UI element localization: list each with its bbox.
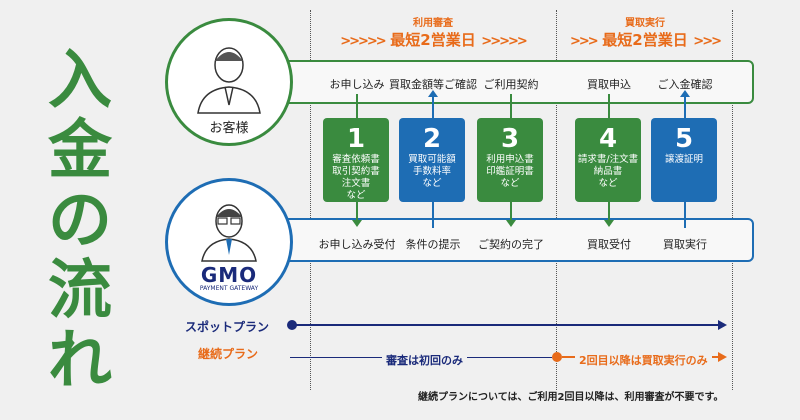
divider <box>732 10 733 390</box>
staff-person-icon <box>201 204 257 262</box>
chevron-right-icon: >>> <box>570 34 599 49</box>
connector-line <box>432 96 434 118</box>
step-box-3: 3 利用申込書 印鑑証明書 など <box>477 118 543 202</box>
step-number: 3 <box>500 124 520 154</box>
phase-purchase-big: 最短2営業日 <box>602 31 688 49</box>
gmo-lane <box>215 218 754 262</box>
page-title: 入 金 の 流 れ <box>30 46 130 396</box>
step-number: 2 <box>422 124 442 154</box>
title-char: の <box>48 184 112 258</box>
title-char: 流 <box>48 254 112 328</box>
spot-plan-line <box>296 324 720 326</box>
step-text: 審査依頼書 取引契約書 注文書 など <box>332 154 380 201</box>
divider <box>556 10 557 390</box>
top-label: 買取申込 <box>587 78 631 91</box>
gmo-avatar: GMO PAYMENT GATEWAY <box>165 178 293 306</box>
step-number: 5 <box>674 124 694 154</box>
title-char: 金 <box>48 114 112 188</box>
timeline-dot <box>287 320 297 330</box>
arrow-right-icon <box>718 352 727 362</box>
review-once-label: 審査は初回のみ <box>382 352 467 368</box>
connector-line <box>356 202 358 222</box>
step-text: 買取可能額 手数料率 など <box>408 154 456 189</box>
gmo-logo-sub: PAYMENT GATEWAY <box>199 285 259 292</box>
bottom-label: 条件の提示 <box>405 238 461 251</box>
chevron-right-icon: >>>>> <box>481 34 527 49</box>
connector-line <box>432 202 434 228</box>
arrow-right-icon <box>718 320 727 330</box>
customer-avatar: お客様 <box>165 18 293 146</box>
top-label: お申し込み <box>329 78 385 91</box>
title-char: 入 <box>48 44 112 118</box>
bottom-label: 買取実行 <box>663 238 707 251</box>
step-box-5: 5 譲渡証明 <box>651 118 717 202</box>
step-text: 譲渡証明 <box>664 154 703 165</box>
phase-purchase-small: 買取実行 <box>625 18 665 29</box>
continuous-plan-label: 継続プラン <box>198 347 259 361</box>
arrow-up-icon <box>680 90 690 97</box>
connector-line <box>510 202 512 222</box>
connector-line <box>684 202 686 228</box>
phase-review-big: 最短2営業日 <box>390 31 476 49</box>
chevron-right-icon: >>> <box>693 34 722 49</box>
timeline-dot <box>552 352 562 362</box>
arrow-down-icon <box>506 220 516 227</box>
spot-plan-label: スポットプラン <box>185 320 270 334</box>
connector-line <box>608 94 610 118</box>
connector-line <box>684 96 686 118</box>
top-label: ご入金確認 <box>657 78 713 91</box>
second-onwards-label: 2回目以降は買取実行のみ <box>575 352 712 368</box>
connector-line <box>510 94 512 118</box>
arrow-down-icon <box>604 220 614 227</box>
phase-review-header: 利用審査 >>>>> 最短2営業日 >>>>> <box>330 14 536 50</box>
step-text: 請求書/注文書 納品書 など <box>577 154 639 189</box>
chevron-right-icon: >>>>> <box>340 34 386 49</box>
top-label: ご利用契約 <box>483 78 539 91</box>
step-box-2: 2 買取可能額 手数料率 など <box>399 118 465 202</box>
title-char: れ <box>48 324 112 398</box>
bottom-label: 買取受付 <box>587 238 631 251</box>
bottom-label: お申し込み受付 <box>318 238 396 251</box>
step-number: 4 <box>598 124 618 154</box>
customer-label: お客様 <box>209 121 249 136</box>
gmo-logo: GMO <box>200 263 258 287</box>
step-number: 1 <box>346 124 366 154</box>
footnote: 継続プランについては、ご利用2回目以降は、利用審査が不要です。 <box>418 392 724 403</box>
step-box-4: 4 請求書/注文書 納品書 など <box>575 118 641 202</box>
step-text: 利用申込書 印鑑証明書 など <box>486 154 534 189</box>
phase-review-small: 利用審査 <box>413 18 453 29</box>
bottom-label: ご契約の完了 <box>478 238 544 251</box>
customer-person-icon <box>197 47 261 114</box>
divider <box>310 10 311 390</box>
connector-line <box>608 202 610 222</box>
connector-line <box>356 94 358 118</box>
phase-purchase-header: 買取実行 >>> 最短2営業日 >>> <box>565 14 725 50</box>
step-box-1: 1 審査依頼書 取引契約書 注文書 など <box>323 118 389 202</box>
arrow-up-icon <box>428 90 438 97</box>
arrow-down-icon <box>352 220 362 227</box>
top-label: 買取金額等ご確認 <box>389 78 477 91</box>
